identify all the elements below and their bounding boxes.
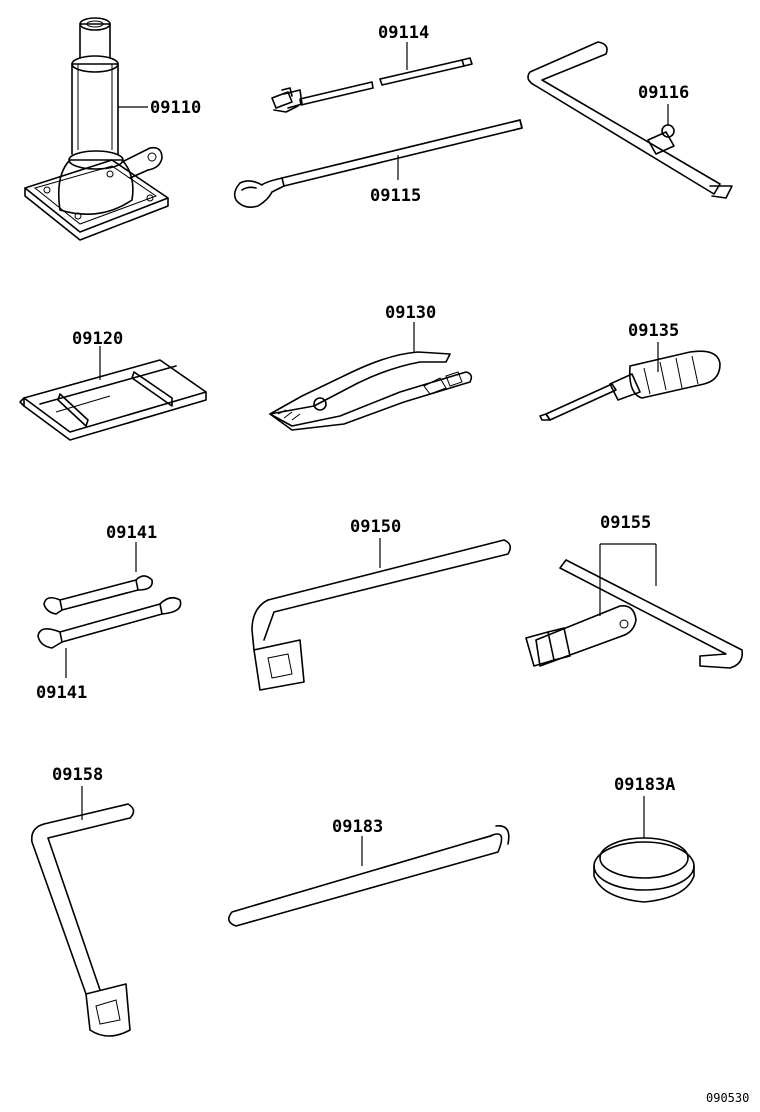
jack-handle-icon[interactable] xyxy=(271,57,473,113)
label-09130: 09130 xyxy=(385,303,436,323)
cap-icon[interactable] xyxy=(593,837,695,903)
tire-lever-icon[interactable] xyxy=(228,825,510,927)
spark-plug-wrench-icon[interactable] xyxy=(525,559,744,669)
label-09183: 09183 xyxy=(332,817,383,837)
open-end-wrench-icon-2[interactable] xyxy=(37,596,182,649)
lug-wrench-icon[interactable] xyxy=(251,539,512,691)
label-09115: 09115 xyxy=(370,186,421,206)
label-09114: 09114 xyxy=(378,23,429,43)
label-09183a: 09183A xyxy=(614,775,675,795)
label-09110: 09110 xyxy=(150,98,201,118)
label-09141-top: 09141 xyxy=(106,523,157,543)
label-09141-bottom: 09141 xyxy=(36,683,87,703)
hook-bar-icon[interactable] xyxy=(233,119,523,208)
drawing-code: 090530 xyxy=(706,1091,749,1105)
pliers-icon[interactable] xyxy=(269,351,473,431)
crank-handle-icon[interactable] xyxy=(527,41,733,199)
open-end-wrench-icon[interactable] xyxy=(43,575,154,615)
label-09135: 09135 xyxy=(628,321,679,341)
label-09120: 09120 xyxy=(72,329,123,349)
tool-bag-icon[interactable] xyxy=(19,359,207,441)
label-09150: 09150 xyxy=(350,517,401,537)
jack-icon[interactable] xyxy=(24,17,169,241)
label-09155: 09155 xyxy=(600,513,651,533)
screwdriver-icon[interactable] xyxy=(539,350,721,421)
label-09158: 09158 xyxy=(52,765,103,785)
label-09116: 09116 xyxy=(638,83,689,103)
box-wrench-icon[interactable] xyxy=(30,803,135,1037)
